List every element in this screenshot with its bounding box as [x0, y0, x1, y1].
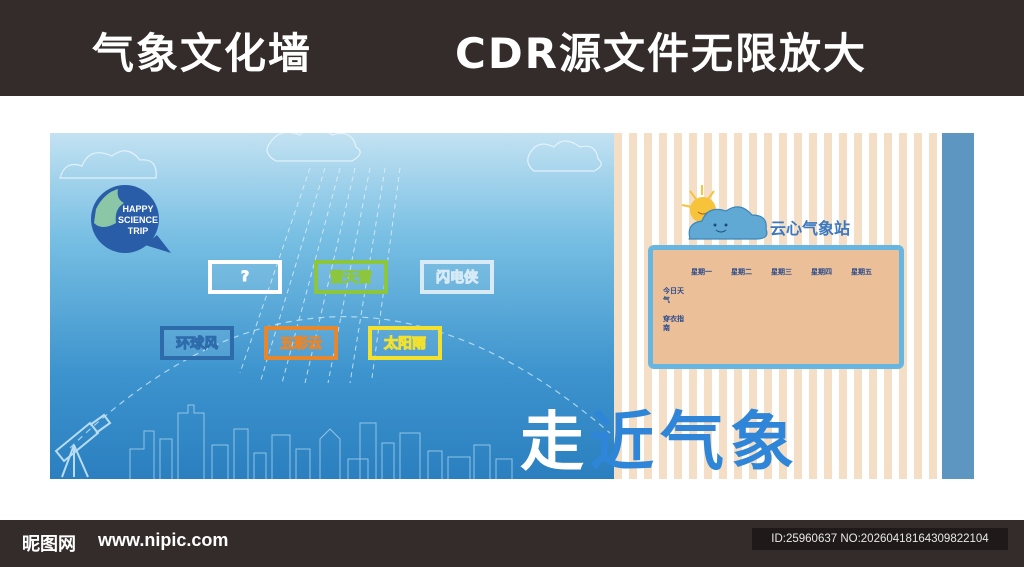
watermark-id: ID:25960637 NO:20260418164309822104 — [752, 528, 1008, 550]
day-label: 星期五 — [851, 268, 872, 276]
quiz-box-question: ? — [208, 260, 282, 294]
side-edge — [942, 133, 974, 479]
header-title-right: CDR源文件无限放大 — [455, 29, 868, 78]
orbit-arc — [69, 316, 611, 449]
header-title-left: 气象文化墙 — [92, 29, 313, 78]
day-label: 星期二 — [731, 268, 752, 276]
watermark-url: www.nipic.com — [98, 530, 229, 550]
watermark-logo: 昵图网 — [22, 534, 76, 555]
culture-wall-panel: HAPPY SCIENCE TRIP ? 雷天雷 闪电侠 环球风 五彩云 太阳雨… — [50, 133, 974, 479]
quiz-box-lightning: 闪电侠 — [420, 260, 494, 294]
telescope-icon — [54, 413, 112, 478]
day-label: 星期一 — [691, 268, 712, 276]
cloud-outline-icon — [59, 133, 602, 179]
quiz-box-thunder: 雷天雷 — [314, 260, 388, 294]
quiz-box-sunrain: 太阳雨 — [368, 326, 442, 360]
quiz-box-wind: 环球风 — [160, 326, 234, 360]
day-label: 星期三 — [771, 268, 792, 276]
quiz-box-cloud: 五彩云 — [264, 326, 338, 360]
big-title: 走近气象 — [520, 406, 800, 479]
weather-board: 星期一 星期二 星期三 星期四 星期五 今日天气 穿衣指南 — [648, 245, 904, 369]
city-skyline-icon — [129, 404, 513, 479]
station-title: 云心气象站 — [770, 219, 851, 238]
happy-trip-logo-icon — [91, 185, 171, 253]
header-bar — [0, 0, 1024, 96]
row-label-clothing: 穿衣指南 — [663, 315, 684, 332]
decorations-svg — [54, 133, 768, 479]
cloud-icon — [688, 206, 768, 240]
rain-lines-icon — [239, 167, 401, 384]
sky-background — [50, 133, 614, 479]
row-label-weather: 今日天气 — [663, 287, 684, 304]
day-label: 星期四 — [811, 268, 832, 276]
happy-trip-logo-text: HAPPY SCIENCE TRIP — [117, 204, 158, 236]
